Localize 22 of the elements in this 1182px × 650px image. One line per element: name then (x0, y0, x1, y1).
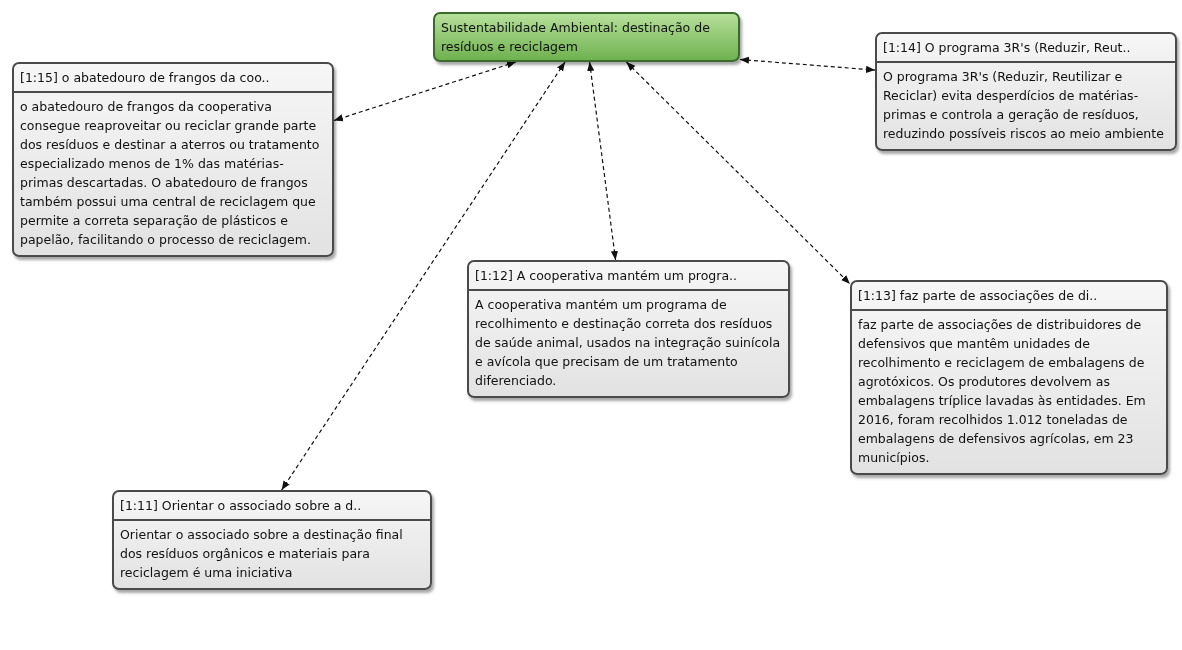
quote-heading: [1:12] A cooperativa mantém um progra.. (469, 262, 788, 291)
quote-card (12, 62, 334, 257)
quote-heading: [1:13] faz parte de associações de di.. (852, 282, 1166, 311)
quote-card (875, 32, 1177, 151)
quote-text: O programa 3R's (Reduzir, Reutilizar e Reciclar) evita desperdícios de matérias-primas e controla a geração de resíduos, reduzindo possíveis riscos ao meio ambiente (882, 68, 1165, 143)
quote-card (467, 260, 790, 398)
quote-heading: [1:11] Orientar o associado sobre a d.. (114, 492, 430, 521)
quote-text: A cooperativa mantém um programa de recolhimento e destinação correta dos resíduos de saúde animal, usados na integração suinícola e avícola que precisam de um tratamento diferenciado. (474, 296, 782, 390)
quote-text: Orientar o associado sobre a destinação final dos resíduos orgânicos e materiais para reciclagem é uma iniciativa (119, 526, 404, 582)
topic-box (433, 12, 740, 62)
quote-heading: [1:14] O programa 3R's (Reduzir, Reut.. (877, 34, 1175, 63)
quote-text: faz parte de associações de distribuidores de defensivos que mantêm unidades de recolhimento e reciclagem de embalagens de agrotóxicos. Os produtores devolvem as embalagens tríplice lavadas às entidades. Em 2016, foram recolhidos 1.012 toneladas de embalagens de defensivos agrícolas, em 23 municípios. (857, 316, 1147, 467)
quote-card (112, 490, 432, 590)
dashed-arrow (739, 56, 876, 73)
dashed-arrow (587, 61, 618, 261)
dashed-arrow (625, 61, 851, 285)
dashed-arrow (281, 61, 566, 491)
quote-card (850, 280, 1168, 475)
quote-heading: [1:15] o abatedouro de frangos da coo.. (14, 64, 332, 93)
quote-text: o abatedouro de frangos da cooperativa consegue reaproveitar ou reciclar grande parte dos resíduos e destinar a aterros ou tratamento especializado menos de 1% das matérias-primas descartadas. O abatedouro de frangos também possui uma central de reciclagem que permite a correta separação de plásticos e papelão, facilitando o processo de reciclagem. (19, 98, 321, 249)
topic-title: Sustentabilidade Ambiental: destinação de resíduos e reciclagem (440, 19, 711, 56)
dashed-arrow (333, 61, 517, 122)
